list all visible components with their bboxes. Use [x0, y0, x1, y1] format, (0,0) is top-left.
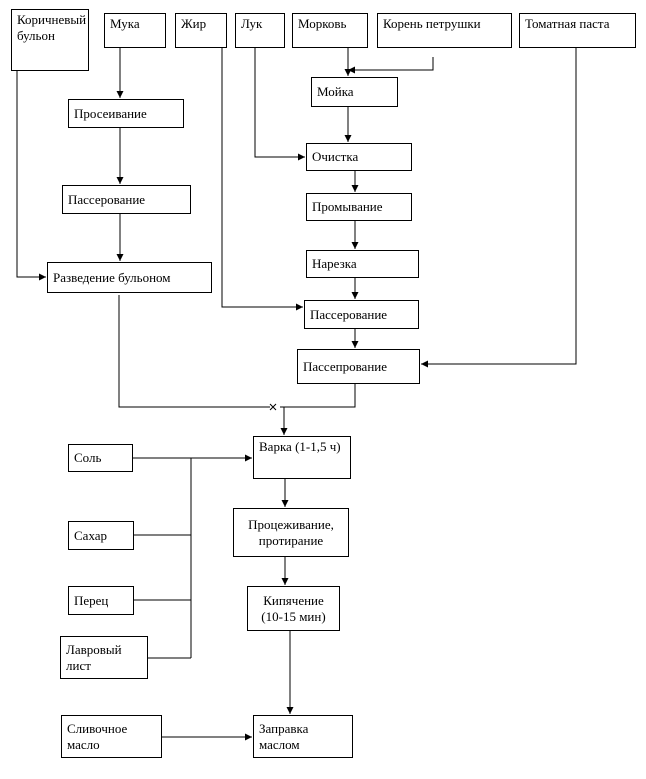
label-carrot: Морковь	[298, 16, 347, 31]
arrow-onion-to-cleaning	[254, 48, 305, 161]
arrow-fat-to-sauteing	[221, 48, 303, 311]
merge-marker	[269, 403, 277, 411]
box-pepper: Перец	[68, 586, 134, 615]
label-rinsing: Промывание	[312, 199, 383, 214]
label-fat: Жир	[181, 16, 207, 31]
label-sifting: Просеивание	[74, 105, 147, 121]
arrow-parsley-to-washing	[348, 57, 434, 74]
box-veg-sauteing: Пассерование	[304, 300, 419, 329]
label-salt: Соль	[74, 450, 102, 465]
box-boiling: Варка (1-1,5 ч)	[253, 436, 351, 479]
label-sugar: Сахар	[74, 527, 108, 543]
label-butter: Сливочное масло	[67, 720, 128, 752]
box-rinsing: Промывание	[306, 193, 412, 221]
label-diluting: Разведение бульоном	[53, 269, 171, 285]
line-diluting-down	[118, 295, 270, 408]
box-parsley-root: Корень петрушки	[377, 13, 512, 48]
box-reboiling: Кипячение (10-15 мин)	[247, 586, 340, 631]
box-tomato-sauteing: Пассепрование	[297, 349, 420, 384]
label-reboiling: Кипячение (10-15 мин)	[261, 592, 326, 624]
box-diluting: Разведение бульоном	[47, 262, 212, 293]
arrow-tomato-paste-to-sauteing	[421, 48, 577, 368]
label-onion: Лук	[241, 16, 263, 31]
label-cleaning: Очистка	[312, 149, 359, 164]
box-sifting: Просеивание	[68, 99, 184, 128]
label-bay-leaf: Лавровый лист	[66, 641, 122, 673]
box-flour: Мука	[104, 13, 166, 48]
arrow-broth-to-diluting	[16, 70, 46, 281]
label-tomato-sauteing: Пассепрование	[303, 358, 388, 374]
box-flour-sauteing: Пассерование	[62, 185, 191, 214]
box-straining: Процеживание, протирание	[233, 508, 349, 557]
label-pepper: Перец	[74, 592, 109, 608]
label-broth: Коричневый бульон	[17, 12, 87, 43]
label-dressing: Заправка маслом	[259, 720, 309, 752]
box-onion: Лук	[235, 13, 285, 48]
box-washing: Мойка	[311, 77, 398, 107]
line-tomato-down	[280, 384, 356, 408]
box-dressing: Заправка маслом	[253, 715, 353, 758]
box-carrot: Морковь	[292, 13, 368, 48]
box-salt: Соль	[68, 444, 133, 472]
box-butter: Сливочное масло	[61, 715, 162, 758]
box-tomato-paste: Томатная паста	[519, 13, 636, 48]
label-washing: Мойка	[317, 84, 354, 99]
label-flour-sauteing: Пассерование	[68, 191, 146, 207]
label-straining: Процеживание, протирание	[248, 516, 334, 548]
box-cleaning: Очистка	[306, 143, 412, 171]
label-boiling: Варка (1-1,5 ч)	[259, 439, 341, 454]
label-cutting: Нарезка	[312, 256, 357, 271]
label-parsley-root: Корень петрушки	[383, 16, 481, 31]
label-tomato-paste: Томатная паста	[525, 16, 610, 31]
box-fat: Жир	[175, 13, 227, 48]
box-bay-leaf: Лавровый лист	[60, 636, 148, 679]
label-veg-sauteing: Пассерование	[310, 306, 388, 322]
label-flour: Мука	[110, 16, 140, 31]
box-cutting: Нарезка	[306, 250, 419, 278]
box-broth: Коричневый бульон	[11, 9, 89, 71]
box-sugar: Сахар	[68, 521, 134, 550]
